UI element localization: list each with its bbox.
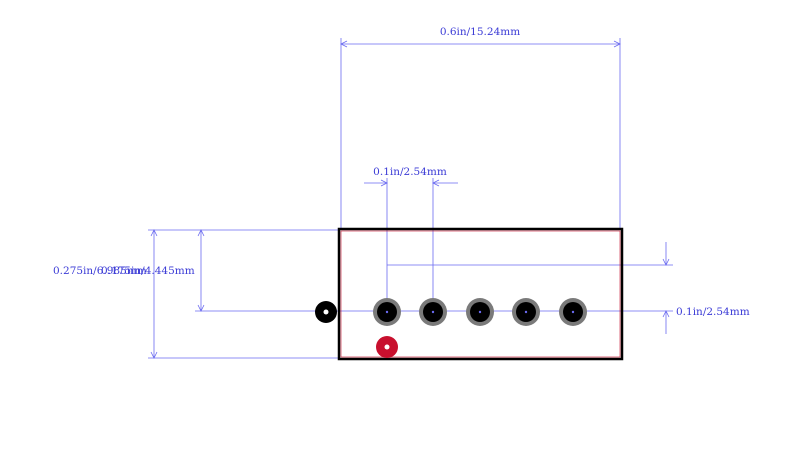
pitch-dimension: 0.1in/2.54mm: [364, 166, 458, 312]
right-pitch-dimension: 0.1in/2.54mm: [387, 242, 750, 334]
pad-2: [419, 298, 447, 326]
right-pitch-label: 0.1in/2.54mm: [676, 306, 750, 318]
width-dimension-label: 0.6in/15.24mm: [440, 26, 520, 38]
height-outer-label: 0.275in/6.985mm: [53, 265, 147, 277]
pad-1: [373, 298, 401, 326]
pad-3: [466, 298, 494, 326]
pad-4: [512, 298, 540, 326]
pitch-dimension-label: 0.1in/2.54mm: [373, 166, 447, 178]
pin1-marker: [376, 336, 398, 358]
height-inner-label: 0.175in/4.445mm: [101, 265, 195, 277]
width-dimension: 0.6in/15.24mm: [340, 26, 621, 230]
pad-5: [559, 298, 587, 326]
courtyard-outline: [340, 230, 621, 358]
polarity-dot: [315, 301, 337, 323]
height-dimension-outer: 0.275in/6.985mm: [53, 229, 338, 359]
height-dimension-inner: 0.175in/4.445mm: [101, 229, 338, 312]
component-outline: [337, 227, 624, 361]
